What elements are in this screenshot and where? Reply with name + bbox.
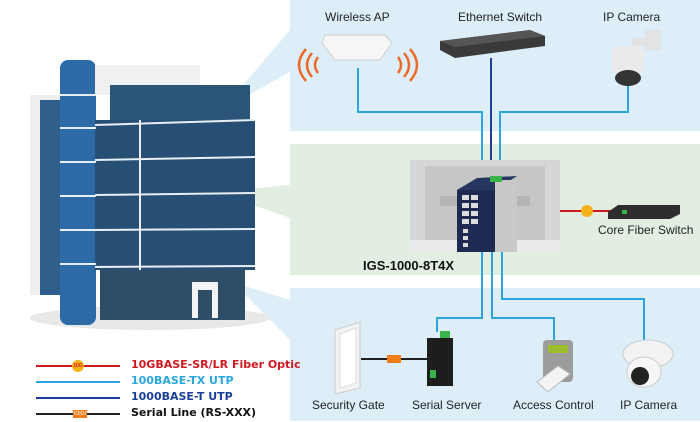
label-ip-camera-bottom: IP Camera [620, 398, 678, 412]
label-security-gate: Security Gate [312, 398, 385, 412]
igs-switch-icon [457, 176, 517, 252]
legend-label: Serial Line (RS-XXX) [131, 406, 257, 419]
label-wireless-ap: Wireless AP [325, 10, 390, 24]
serial-ioioi-badge [387, 355, 401, 363]
legend: 10G 10GBASE-SR/LR Fiber Optic 100BASE-TX… [32, 358, 302, 422]
label-core-fiber-switch: Core Fiber Switch [598, 223, 694, 237]
legend-item-fiber: 10G 10GBASE-SR/LR Fiber Optic [32, 358, 302, 374]
label-ip-camera-top: IP Camera [603, 10, 661, 24]
dome-camera-icon [622, 339, 674, 388]
fiber-10g-badge [581, 205, 593, 217]
legend-label: 10GBASE-SR/LR Fiber Optic [131, 358, 301, 371]
link-access-control [491, 245, 555, 340]
label-ethernet-switch: Ethernet Switch [458, 10, 543, 24]
legend-swatch-100base [36, 381, 120, 383]
link-ip-camera-top [499, 86, 629, 170]
legend-swatch-1000base [36, 397, 120, 399]
serial-ioioi-badge-icon: IOIOI [73, 410, 87, 418]
label-access-control: Access Control [513, 398, 594, 412]
ethernet-switch-icon [440, 30, 545, 58]
fiber-switch-icon [608, 205, 680, 219]
link-serial-server [436, 245, 483, 332]
link-ip-camera-bottom [501, 245, 645, 340]
legend-label: 1000BASE-T UTP [131, 390, 233, 403]
serial-server-icon [427, 331, 453, 386]
building-icon [30, 60, 270, 330]
access-control-icon [536, 340, 573, 393]
label-serial-server: Serial Server [412, 398, 482, 412]
ptz-camera-icon [612, 30, 661, 86]
legend-item-100base: 100BASE-TX UTP [32, 374, 302, 390]
link-wireless-ap [357, 68, 483, 170]
wireless-ap-icon [297, 34, 419, 82]
legend-item-1000base: 1000BASE-T UTP [32, 390, 302, 406]
legend-label: 100BASE-TX UTP [131, 374, 234, 387]
zone-bottom-pointer [232, 282, 290, 340]
model-name: IGS-1000-8T4X [363, 258, 455, 273]
legend-item-serial: IOIOI Serial Line (RS-XXX) [32, 406, 302, 422]
fiber-10g-badge-icon: 10G [72, 360, 84, 372]
security-gate-icon [334, 321, 361, 395]
